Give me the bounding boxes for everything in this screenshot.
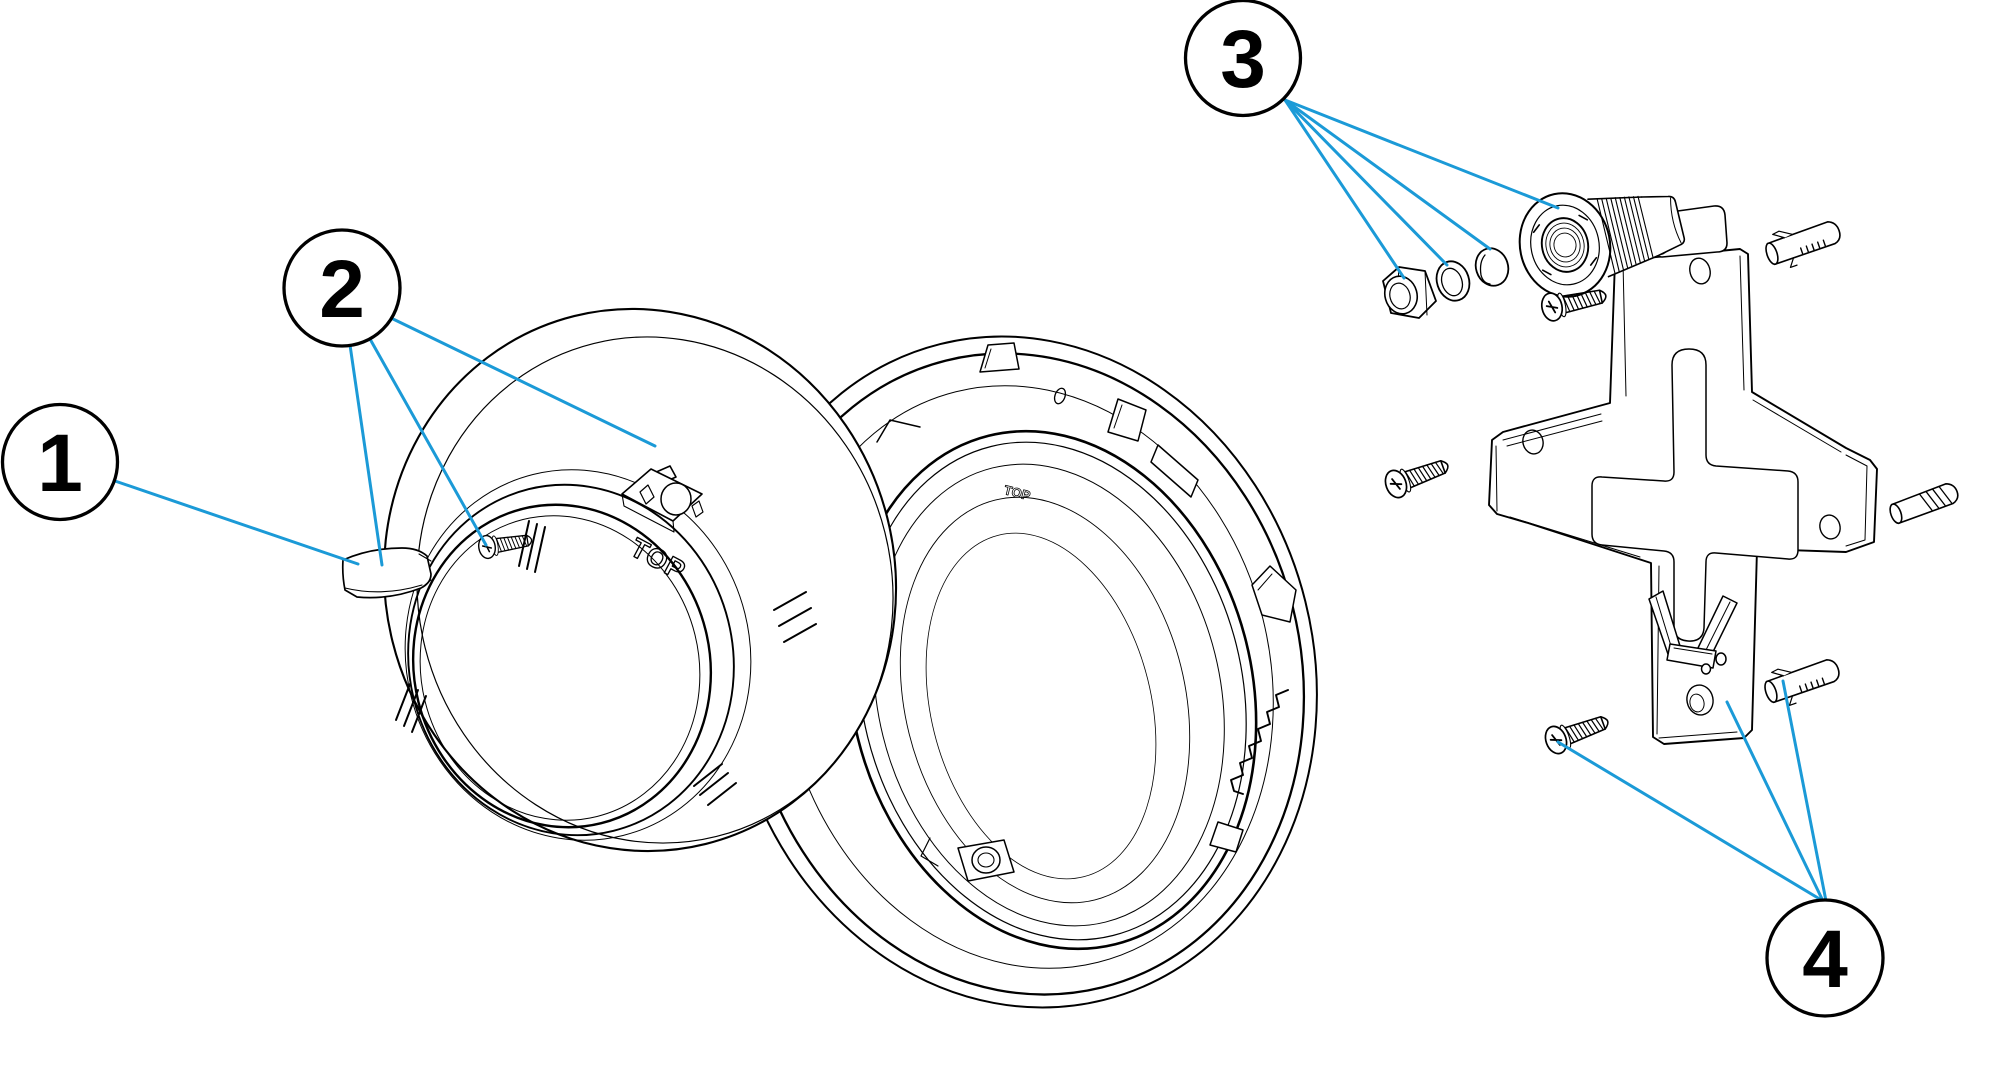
leader-3-washer bbox=[1283, 98, 1449, 267]
ring-opening-edge bbox=[411, 503, 713, 829]
bracket-spring-clip bbox=[1648, 590, 1738, 675]
bracket-hole-bottom bbox=[1686, 684, 1714, 716]
callout-2: 2 bbox=[282, 228, 402, 348]
bracket-cross-cutout bbox=[1591, 348, 1799, 642]
bracket-hole-right bbox=[1819, 514, 1841, 540]
ring-opening-edge2 bbox=[419, 515, 701, 821]
leader-3-oring bbox=[1283, 98, 1492, 251]
leader-1-clip bbox=[113, 479, 360, 566]
leader-2-screw bbox=[368, 337, 488, 547]
wall-anchor-right bbox=[1889, 483, 1959, 525]
bracket-hole-left bbox=[1522, 429, 1544, 455]
gland-hex-nut bbox=[1382, 266, 1437, 319]
callout-bubbles: 1 2 3 4 bbox=[0, 0, 1885, 1018]
gland-thread-lines bbox=[1596, 195, 1654, 274]
leader-2-clip bbox=[348, 343, 384, 567]
leader-3-gland bbox=[1283, 98, 1560, 210]
callout-4-label: 4 bbox=[1802, 914, 1848, 1005]
bracket-hole-top bbox=[1689, 257, 1711, 285]
niche-tabs bbox=[876, 342, 1297, 853]
trim-ring: TOP bbox=[382, 307, 898, 853]
leader-4-anchor bbox=[1781, 679, 1828, 903]
wall-anchor-top bbox=[1765, 221, 1841, 269]
niche-glass-rim bbox=[873, 463, 1225, 927]
leader-2-ring bbox=[389, 316, 657, 448]
leader-3-nut bbox=[1283, 98, 1406, 280]
callout-4: 4 bbox=[1765, 898, 1885, 1018]
gland-body bbox=[1518, 192, 1686, 298]
bracket-hole-bottom-bore bbox=[1689, 693, 1705, 713]
ring-outer-edge bbox=[382, 307, 898, 853]
callout-3-label: 3 bbox=[1220, 14, 1266, 105]
niche-opening-edge2 bbox=[857, 441, 1247, 941]
ring-front-edge bbox=[416, 336, 894, 844]
ring-rib-marks bbox=[395, 520, 817, 806]
niche-opening-edge bbox=[846, 429, 1258, 951]
cover-clip bbox=[341, 547, 432, 599]
callout-1-label: 1 bbox=[37, 418, 83, 509]
leader-lines bbox=[113, 98, 1828, 903]
leader-4-bracket bbox=[1725, 700, 1825, 903]
gland-washer bbox=[1435, 260, 1471, 302]
niche-lock-boss bbox=[920, 837, 1015, 882]
callout-2-label: 2 bbox=[319, 244, 365, 335]
leader-4-screw bbox=[1556, 740, 1825, 903]
ring-face-lip1 bbox=[404, 469, 752, 841]
cable-gland-assembly bbox=[1382, 192, 1686, 319]
ring-top-boss bbox=[621, 465, 704, 533]
niche-ratchet-teeth bbox=[1230, 689, 1289, 795]
niche-top-marking: TOP bbox=[1003, 482, 1033, 503]
niche-face-hole bbox=[1053, 387, 1067, 405]
callout-1: 1 bbox=[0, 402, 120, 522]
line-art-layer: TOP bbox=[341, 192, 1959, 1009]
niche-glass-inner bbox=[899, 496, 1191, 904]
callout-3: 3 bbox=[1183, 0, 1303, 118]
niche-lamp-face bbox=[925, 532, 1157, 880]
gland-o-ring bbox=[1474, 247, 1510, 287]
